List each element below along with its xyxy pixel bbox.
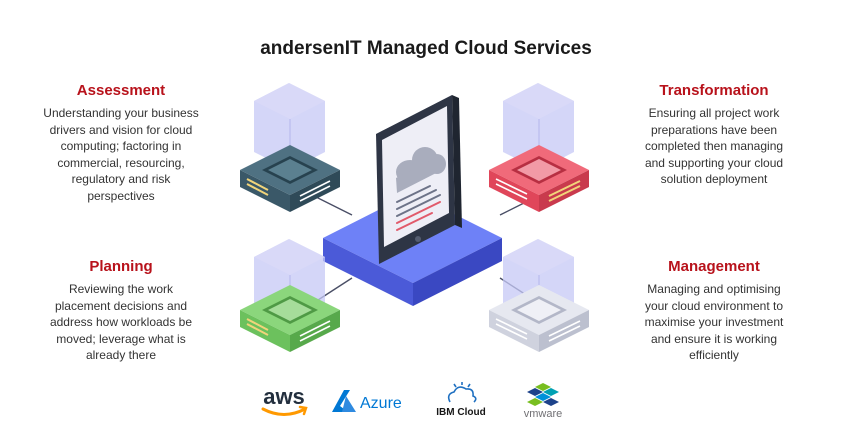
vmware-logo: vmware: [524, 383, 563, 420]
planning-section: Planning Reviewing the work placement de…: [40, 258, 202, 364]
management-section: Management Managing and optimising your …: [634, 258, 794, 364]
server-planning: [240, 239, 340, 352]
assessment-section: Assessment Understanding your business d…: [40, 82, 202, 204]
management-description: Managing and optimising your cloud envir…: [644, 282, 784, 362]
ibm-cloud-logo-text: IBM Cloud: [436, 407, 485, 418]
server-management: [489, 239, 589, 352]
transformation-heading: Transformation: [659, 82, 769, 99]
azure-logo: Azure: [332, 390, 402, 412]
management-heading: Management: [668, 258, 760, 275]
transformation-description: Ensuring all project work preparations h…: [644, 106, 784, 186]
aws-logo-text: aws: [263, 384, 305, 409]
planning-description: Reviewing the work placement decisions a…: [49, 282, 193, 362]
assessment-heading: Assessment: [76, 82, 166, 99]
ibm-cloud-icon: [447, 382, 477, 403]
server-assessment: [240, 83, 340, 212]
page-title: andersenIT Managed Cloud Services: [260, 38, 592, 59]
tablet-device: [376, 95, 462, 264]
screen-text-lines: [396, 185, 441, 231]
aws-logo: aws: [261, 384, 308, 416]
transformation-section: Transformation Ensuring all project work…: [634, 82, 794, 188]
cloud-icon: [396, 147, 446, 193]
assessment-description: Understanding your business drivers and …: [43, 106, 199, 203]
vmware-emblem-icon: [527, 383, 559, 406]
vmware-logo-text: vmware: [524, 408, 563, 420]
server-transformation: [489, 83, 589, 212]
ibm-cloud-logo: IBM Cloud: [436, 382, 486, 418]
azure-logo-text: Azure: [360, 395, 402, 412]
planning-heading: Planning: [89, 258, 153, 275]
server-vent-lines: [246, 178, 269, 196]
